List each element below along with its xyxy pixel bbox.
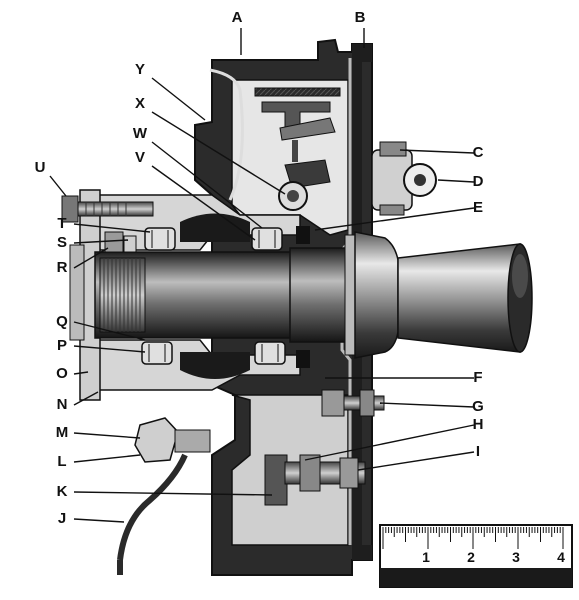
leader-line-i xyxy=(357,451,475,471)
leader-line-p xyxy=(73,345,146,353)
callout-g: G xyxy=(472,398,484,415)
axle-shaft xyxy=(94,234,358,356)
callout-y: Y xyxy=(135,61,145,78)
leader-line-h xyxy=(304,424,475,461)
leader-line-r xyxy=(73,247,109,269)
callout-j: J xyxy=(58,510,66,527)
leader-line-j xyxy=(73,518,125,523)
callout-t: T xyxy=(57,215,66,232)
leader-line-d xyxy=(437,179,475,183)
oil-seal-top xyxy=(296,226,310,244)
callout-p: P xyxy=(57,337,67,354)
callout-r: R xyxy=(57,259,68,276)
callout-o: O xyxy=(56,365,68,382)
ruler-tick-label: 2 xyxy=(467,549,475,565)
callout-q: Q xyxy=(56,313,68,330)
callout-w: W xyxy=(133,125,148,142)
ruler-tick-label: 4 xyxy=(557,549,565,565)
bearing-inner-top xyxy=(144,227,176,251)
leader-line-e xyxy=(314,207,475,231)
oil-seal-bottom xyxy=(296,350,310,368)
ruler-tick-label: 3 xyxy=(512,549,520,565)
lock-nut xyxy=(104,231,124,253)
leader-line-v xyxy=(151,165,256,241)
mounting-bolt-g xyxy=(321,389,385,417)
callout-m: M xyxy=(56,424,69,441)
leader-line-q xyxy=(73,321,146,341)
spindle-taper xyxy=(354,231,533,359)
leader-line-k xyxy=(73,491,273,496)
callout-d: D xyxy=(473,173,484,190)
callout-a: A xyxy=(232,9,243,26)
hub-stud-top xyxy=(61,195,154,223)
callout-e: E xyxy=(473,199,483,216)
bearing-outer-top xyxy=(251,227,283,251)
leader-line-u xyxy=(49,175,67,197)
leader-line-g xyxy=(379,402,475,408)
callout-k: K xyxy=(57,483,68,500)
callout-n: N xyxy=(57,396,68,413)
leader-line-c xyxy=(399,149,475,154)
callout-b: B xyxy=(355,9,366,26)
ruler-tick-label: 1 xyxy=(422,549,430,565)
leader-line-m xyxy=(73,432,141,439)
callout-h: H xyxy=(473,416,484,433)
lock-washer xyxy=(123,235,137,253)
leader-line-n xyxy=(73,391,99,406)
leader-line-o xyxy=(73,371,89,375)
callout-i: I xyxy=(476,443,480,460)
callout-l: L xyxy=(57,453,66,470)
callout-f: F xyxy=(473,369,482,386)
scale-ruler: 1 2 3 4 xyxy=(379,524,573,588)
callout-x: X xyxy=(135,95,145,112)
leader-line-y xyxy=(151,77,206,121)
brake-line-fitting xyxy=(117,417,211,575)
brake-clevis xyxy=(371,141,437,216)
leader-line-t xyxy=(73,223,151,233)
leader-line-l xyxy=(73,454,141,463)
callout-s: S xyxy=(57,234,67,251)
callout-u: U xyxy=(35,159,46,176)
wheel-cylinder xyxy=(278,181,308,211)
anchor-bolt-assembly xyxy=(264,454,366,506)
bearing-inner-bottom xyxy=(141,341,173,365)
bearing-outer-bottom xyxy=(254,341,286,365)
leader-line-x xyxy=(151,111,286,195)
callout-v: V xyxy=(135,149,145,166)
callout-c: C xyxy=(473,144,484,161)
leader-line-s xyxy=(73,239,129,244)
leader-line-w xyxy=(151,141,263,229)
